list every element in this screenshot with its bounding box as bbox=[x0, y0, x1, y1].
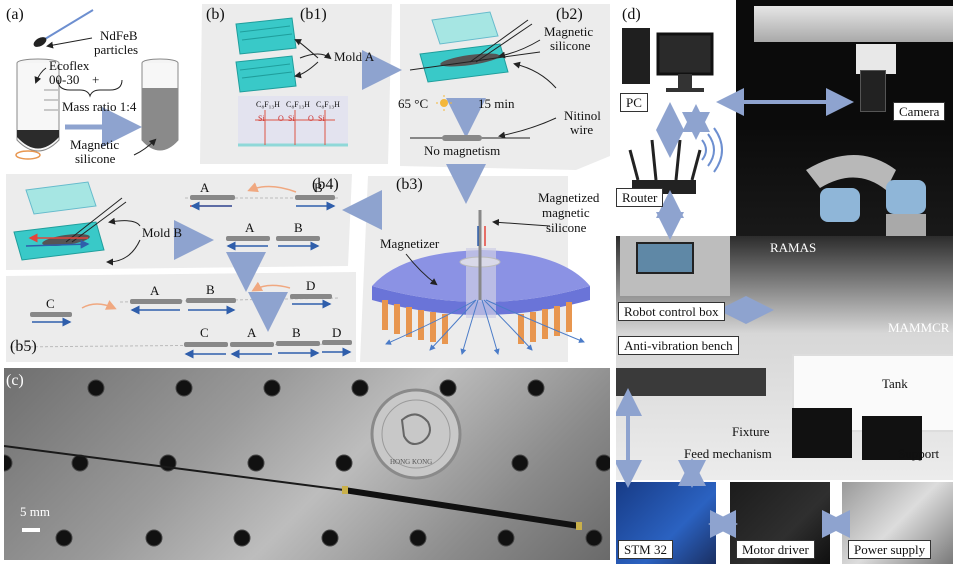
seg-a-b5: A bbox=[150, 283, 160, 298]
label-particles: particles bbox=[94, 42, 139, 57]
panel-b-drawing bbox=[9, 11, 590, 359]
panel-a-drawing bbox=[15, 9, 179, 160]
panel-d-tag: (d) bbox=[622, 6, 641, 23]
seg-b-top: B bbox=[314, 180, 323, 195]
label-ndfeb: NdFeB bbox=[100, 28, 138, 43]
panel-b2-tag: (b2) bbox=[556, 6, 583, 23]
label-support: Support bbox=[898, 446, 940, 461]
chem-si-1: Si bbox=[258, 114, 265, 123]
label-fixture: Fixture bbox=[732, 424, 770, 439]
camera-rail bbox=[754, 6, 953, 42]
label-magnetized-3: silicone bbox=[546, 220, 587, 235]
panel-c-tag: (c) bbox=[6, 372, 24, 389]
seg-a-final: A bbox=[247, 325, 257, 340]
control-screen bbox=[636, 242, 694, 274]
label-power-supply: Power supply bbox=[848, 540, 932, 559]
label-router: Router bbox=[616, 188, 664, 207]
seg-c-left: C bbox=[46, 296, 55, 311]
seg-a-mid: A bbox=[245, 220, 255, 235]
label-magnetic-silicone-b2-2: silicone bbox=[550, 38, 591, 53]
seg-b-b5: B bbox=[206, 282, 215, 297]
support-left bbox=[792, 408, 852, 458]
panel-a-tag: (a) bbox=[6, 6, 24, 23]
label-anti-vibration-bench: Anti-vibration bench bbox=[618, 336, 739, 355]
camera-photo bbox=[736, 0, 953, 130]
label-nitinol-2: wire bbox=[570, 122, 594, 137]
label-time: 15 min bbox=[478, 96, 515, 111]
chem-o-1: O bbox=[278, 114, 284, 123]
panel-c-photo: (c) 5 mm HONG KONG bbox=[4, 368, 610, 560]
chem-label-3: C₈F₁₃H bbox=[316, 100, 340, 109]
label-ecoflex: Ecoflex bbox=[49, 58, 90, 73]
label-tank: Tank bbox=[882, 376, 908, 391]
chem-structure-box bbox=[238, 96, 348, 146]
label-mold-a: Mold A bbox=[334, 49, 375, 64]
panel-b4-tag: (b4) bbox=[312, 176, 339, 193]
label-magnetic-silicone-a1: Magnetic bbox=[70, 137, 120, 152]
label-camera: Camera bbox=[893, 102, 946, 121]
seg-b-mid: B bbox=[294, 220, 303, 235]
panel-b3-tag: (b3) bbox=[396, 176, 423, 193]
chem-label-1: C₈F₁₃H bbox=[256, 100, 280, 109]
label-scale-bar: 5 mm bbox=[20, 504, 50, 519]
chem-si-3: Si bbox=[318, 114, 325, 123]
panel-c-drawing bbox=[4, 379, 610, 547]
chem-o-2: O bbox=[308, 114, 314, 123]
label-mass-ratio: Mass ratio 1:4 bbox=[62, 99, 137, 114]
label-mold-b: Mold B bbox=[142, 225, 183, 240]
chem-label-2: C₈F₁₃H bbox=[286, 100, 310, 109]
coin-text: HONG KONG bbox=[390, 458, 433, 466]
seg-c-final: C bbox=[200, 325, 209, 340]
mold-a-top bbox=[235, 17, 297, 55]
mold-a-bottom bbox=[235, 55, 297, 93]
label-magnetized-2: magnetic bbox=[542, 205, 590, 220]
seg-d-right: D bbox=[306, 278, 316, 293]
panel-b5-tag: (b5) bbox=[10, 338, 37, 355]
label-no-magnetism: No magnetism bbox=[424, 143, 501, 158]
support-right bbox=[862, 416, 922, 460]
seg-d-final: D bbox=[332, 325, 342, 340]
label-nitinol-1: Nitinol bbox=[564, 108, 601, 123]
label-magnetic-silicone-b2-1: Magnetic bbox=[544, 24, 594, 39]
bench-photo bbox=[616, 236, 953, 480]
seg-a-top: A bbox=[200, 180, 210, 195]
label-ecoflex-grade: 00-30 bbox=[49, 72, 80, 87]
label-magnetic-silicone-a2: silicone bbox=[75, 151, 116, 166]
label-temperature: 65 °C bbox=[398, 96, 429, 111]
label-magnetized-1: Magnetized bbox=[538, 190, 600, 205]
camera-mount bbox=[856, 44, 896, 74]
panel-b1-tag: (b1) bbox=[300, 6, 327, 23]
chem-si-2: Si bbox=[288, 114, 295, 123]
label-plus: + bbox=[92, 72, 100, 87]
label-mammcr: MAMMCR bbox=[888, 320, 950, 335]
label-magnetizer: Magnetizer bbox=[380, 236, 440, 251]
camera-body bbox=[860, 70, 886, 112]
label-ramas: RAMAS bbox=[770, 240, 817, 255]
label-pc: PC bbox=[620, 93, 648, 112]
label-motor-driver: Motor driver bbox=[736, 540, 815, 559]
panel-b-tag: (b) bbox=[206, 6, 225, 23]
label-stm32: STM 32 bbox=[618, 540, 673, 559]
panel-d-diagram bbox=[616, 28, 854, 538]
label-feed-mechanism: Feed mechanism bbox=[684, 446, 772, 461]
label-robot-control-box: Robot control box bbox=[618, 302, 725, 321]
seg-b-final: B bbox=[292, 325, 301, 340]
